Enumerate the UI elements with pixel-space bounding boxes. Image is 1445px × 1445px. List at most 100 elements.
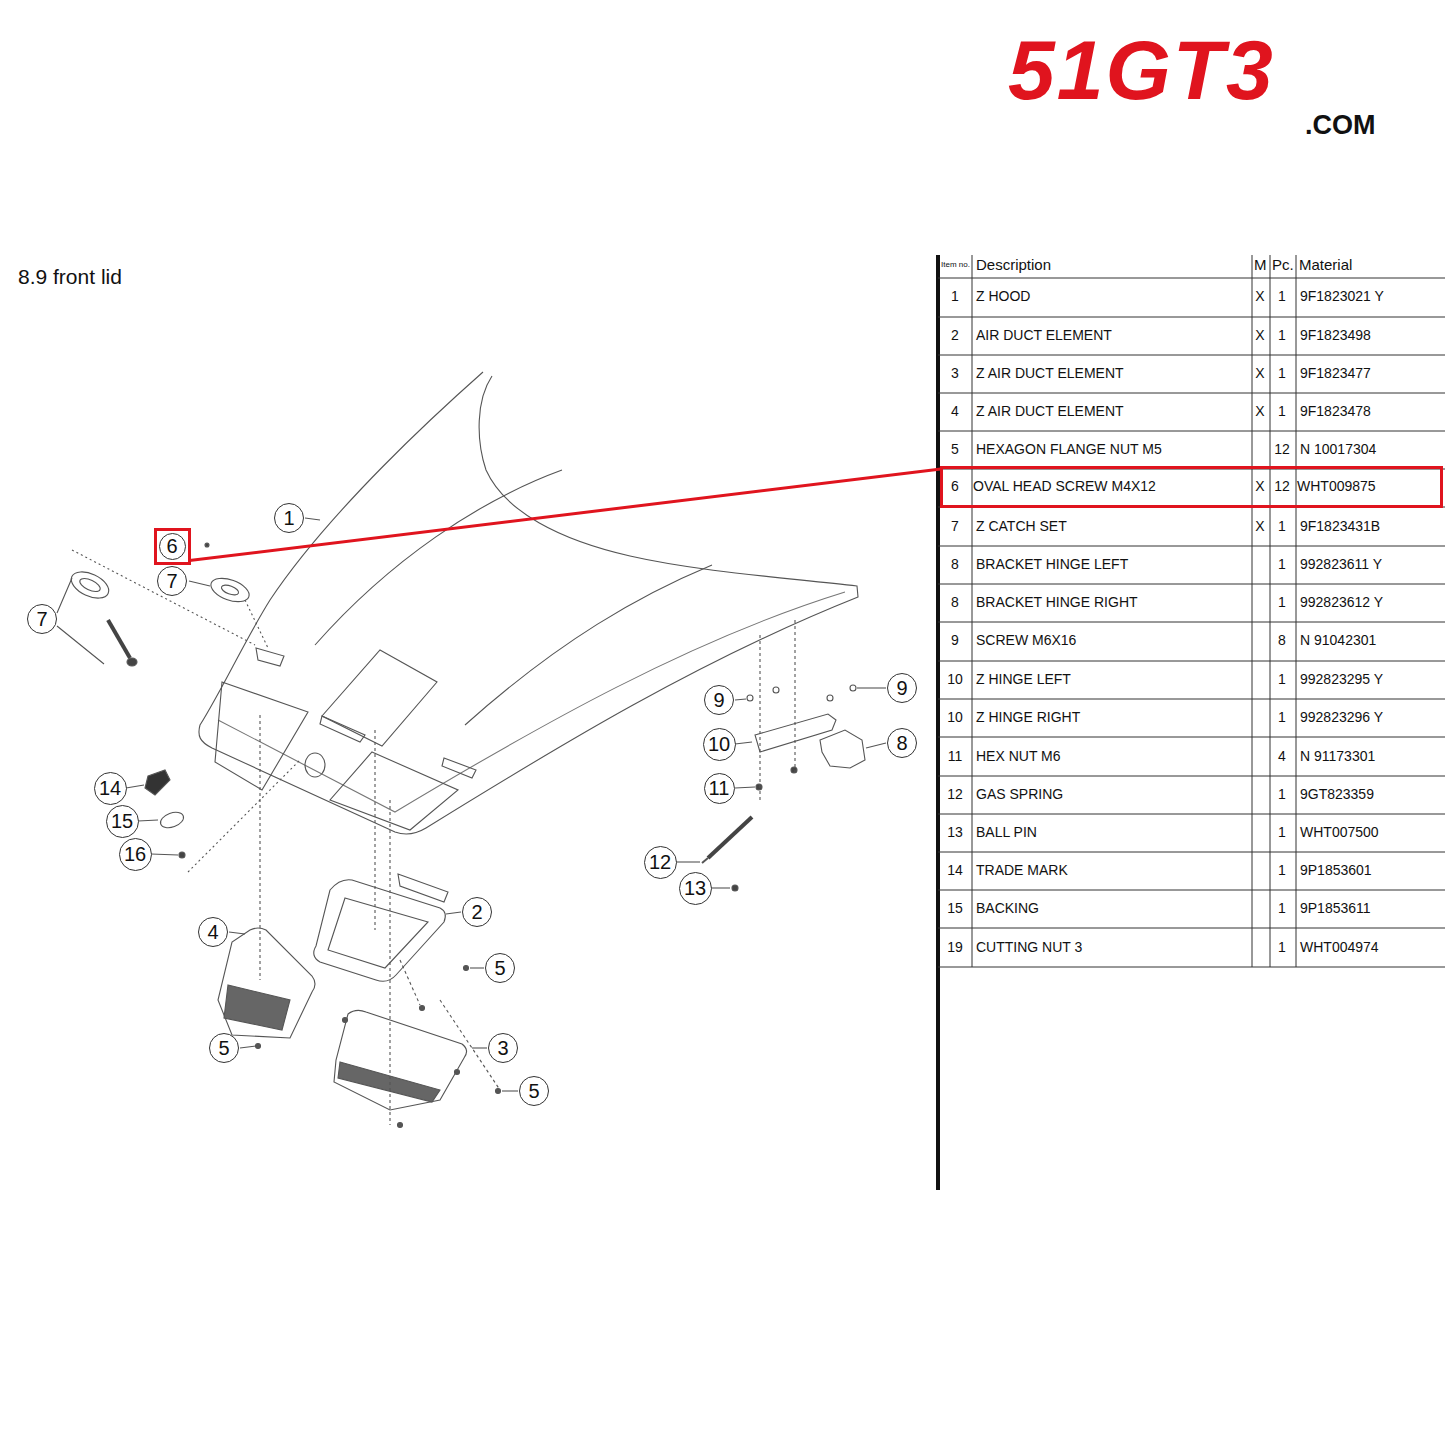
table-cell: 1 [1278,366,1286,381]
callout-number-text: 15 [111,811,133,831]
table-cell: 9P1853611 [1300,901,1371,916]
table-cell: BACKING [976,901,1039,916]
callout-number-text: 3 [497,1038,508,1058]
callout-number: 13 [679,872,712,905]
callout-number-text: 9 [896,678,907,698]
table-cell: N 10017304 [1300,442,1376,457]
table-header: Material [1299,257,1352,274]
callout-number: 5 [209,1033,239,1063]
table-cell: 12 [1274,479,1290,494]
table-cell: BRACKET HINGE LEFT [976,557,1128,572]
table-cell: GAS SPRING [976,787,1063,802]
table-cell: 9 [951,633,959,648]
table-cell: 10 [947,710,963,725]
table-cell: 12 [947,787,963,802]
table-cell: Z HOOD [976,289,1030,304]
callout-number-text: 5 [494,958,505,978]
table-cell: 1 [1278,328,1286,343]
highlight-row: 6OVAL HEAD SCREW M4X12X12WHT009875 [940,466,1443,508]
logo-suffix: .COM [1305,111,1376,141]
table-cell: X [1255,404,1264,419]
table-cell: BRACKET HINGE RIGHT [976,595,1138,610]
table-cell: 1 [1278,940,1286,955]
table-cell: 1 [1278,557,1286,572]
table-cell: AIR DUCT ELEMENT [976,328,1112,343]
table-cell: CUTTING NUT 3 [976,940,1082,955]
table-cell: 1 [1278,787,1286,802]
callout-number: 1 [274,503,304,533]
callout-number-text: 7 [36,609,47,629]
table-cell: HEX NUT M6 [976,749,1061,764]
table-cell: 9P1853601 [1300,863,1372,878]
callout-number-text: 12 [649,852,671,872]
callout-number: 9 [704,685,734,715]
table-cell: 992823296 Y [1300,710,1383,725]
table-header: Item no. [941,261,970,270]
callout-number-text: 2 [471,902,482,922]
callout-number-text: 5 [218,1038,229,1058]
table-cell: Z AIR DUCT ELEMENT [976,366,1124,381]
highlight-box: 6 [154,528,191,565]
callout-number: 11 [704,773,735,804]
callout-number: 7 [27,604,57,634]
table-header: Description [976,257,1051,274]
table-cell: 992823611 Y [1300,557,1382,572]
table-cell: 1 [1278,289,1286,304]
callout-number: 14 [94,772,127,805]
callout-number-text: 8 [896,733,907,753]
callout-number-text: 9 [713,690,724,710]
table-cell: 14 [947,863,963,878]
table-cell: 1 [1278,519,1286,534]
callout-number: 10 [703,728,736,761]
table-cell: X [1255,289,1264,304]
table-cell: 2 [951,328,959,343]
table-cell: 9F1823431B [1300,519,1380,534]
table-cell: 1 [1278,825,1286,840]
callout-number: 12 [644,846,677,879]
callout-number-text: 1 [283,508,294,528]
callout-number: 9 [887,673,917,703]
table-header: Pc. [1272,257,1294,274]
table-cell: 6 [951,479,959,494]
table-cell: 9F1823498 [1300,328,1371,343]
callout-number-text: 16 [124,844,146,864]
callout-number-text: 10 [708,734,730,754]
table-cell: TRADE MARK [976,863,1068,878]
table-cell: 10 [947,672,963,687]
table-cell: 12 [1274,442,1290,457]
callout-number-text: 13 [684,878,706,898]
table-cell: Z HINGE RIGHT [976,710,1080,725]
table-cell: 1 [1278,404,1286,419]
table-cell: WHT004974 [1300,940,1379,955]
table-cell: 8 [951,595,959,610]
table-cell: 8 [951,557,959,572]
callout-number-text: 4 [207,922,218,942]
table-cell: 8 [1278,633,1286,648]
logo-text: 51GT3 [1008,28,1275,112]
callout-number: 16 [119,838,152,871]
table-cell: WHT007500 [1300,825,1379,840]
table-cell: 1 [1278,863,1286,878]
table-cell: 992823612 Y [1300,595,1383,610]
table-cell: 5 [951,442,959,457]
callout-number-text: 11 [709,778,730,798]
callout-number-text: 7 [166,571,177,591]
table-cell: 4 [951,404,959,419]
callout-number-text: 6 [159,533,186,560]
callout-number: 2 [462,897,492,927]
callout-number-text: 14 [99,778,121,798]
table-cell: 1 [1278,595,1286,610]
callout-number: 3 [488,1033,518,1063]
table-cell: 1 [1278,710,1286,725]
table-cell: HEXAGON FLANGE NUT M5 [976,442,1162,457]
table-cell: 13 [947,825,963,840]
table-cell: 1 [951,289,959,304]
table-header: M [1254,257,1267,274]
callout-number: 7 [157,566,187,596]
table-cell: 15 [947,901,963,916]
table-cell: 9F1823021 Y [1300,289,1384,304]
table-cell: 3 [951,366,959,381]
table-cell: Z HINGE LEFT [976,672,1071,687]
table-cell: 4 [1278,749,1286,764]
callout-number: 5 [485,953,515,983]
